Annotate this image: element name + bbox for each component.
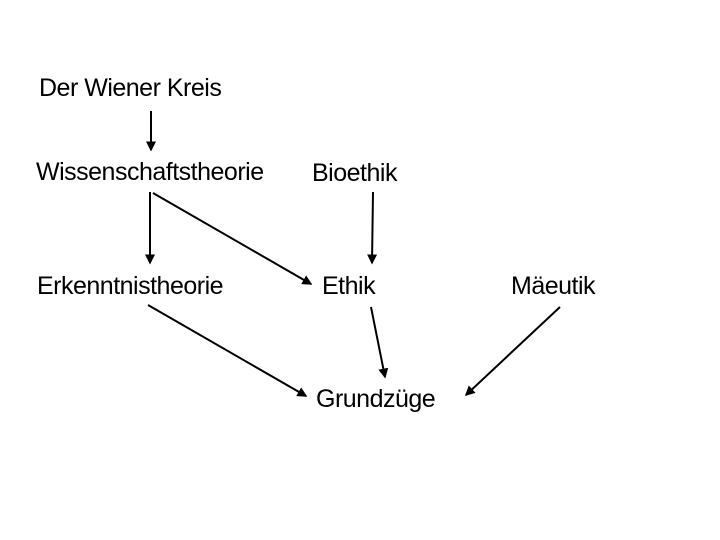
arrow-ethik-to-grundzuege: [370, 306, 389, 379]
node-der-wiener-kreis: Der Wiener Kreis: [39, 74, 222, 102]
node-grundzuege: Grundzüge: [316, 385, 436, 413]
arrow-wissenschaftstheorie-to-ethik: [152, 192, 313, 285]
arrow-erkenntnistheorie-to-grundzuege: [147, 304, 308, 397]
node-wissenschaftstheorie: Wissenschaftstheorie: [36, 158, 264, 186]
node-ethik: Ethik: [322, 272, 376, 300]
node-maeutik: Mäeutik: [511, 272, 596, 300]
node-erkenntnistheorie: Erkenntnistheorie: [37, 272, 224, 300]
arrow-bioethik-to-ethik: [367, 191, 378, 265]
node-bioethik: Bioethik: [312, 159, 397, 187]
arrow-maeutik-to-grundzuege: [464, 306, 561, 397]
